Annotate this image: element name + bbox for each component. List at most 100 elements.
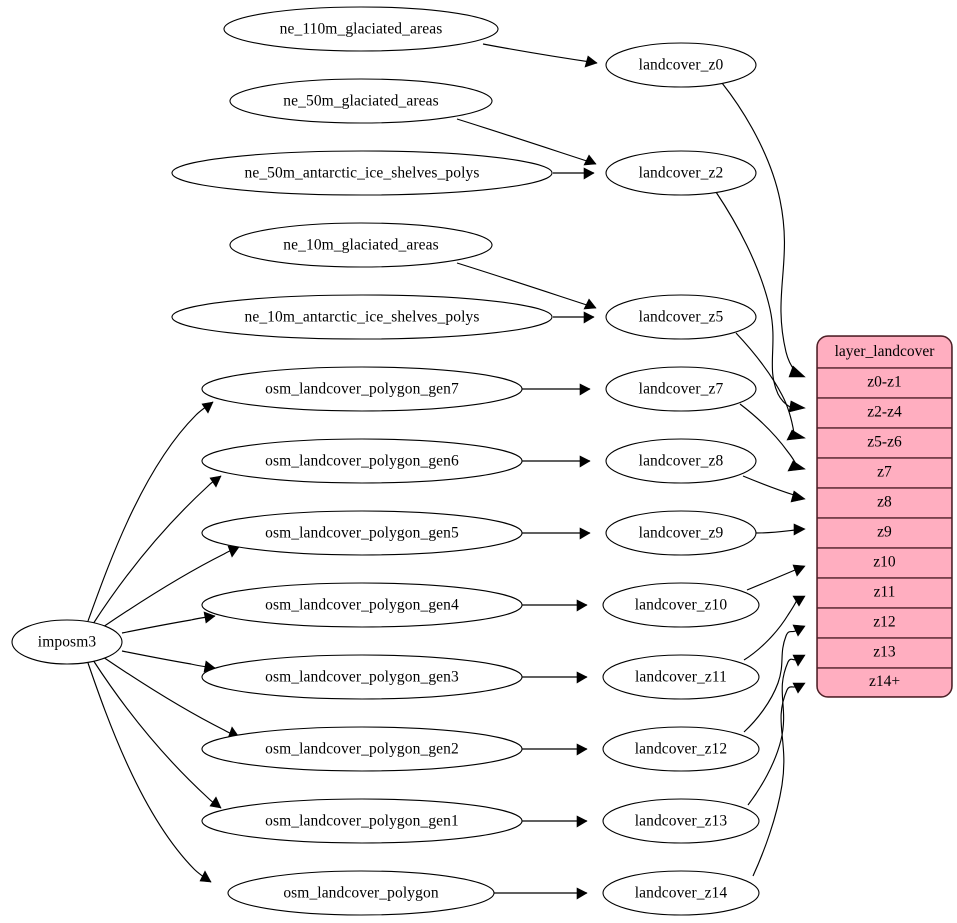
node-ne-50m-antarctic-ice-shelves-polys[interactable]: ne_50m_antarctic_ice_shelves_polys <box>171 150 553 196</box>
arrowhead-z10 <box>576 599 588 612</box>
node-osm-landcover-polygon-gen7[interactable]: osm_landcover_polygon_gen7 <box>201 366 523 412</box>
arrowhead-z2-b <box>583 167 595 180</box>
node-ne-110m-glaciated-areas[interactable]: ne_110m_glaciated_areas <box>223 6 499 52</box>
arrowhead-z5-b <box>583 311 595 324</box>
node-landcover-z2[interactable]: landcover_z2 <box>605 150 757 196</box>
edge-ne50m-glaciated-z2 <box>456 118 597 165</box>
arrowhead-gen7 <box>201 401 214 414</box>
record-row-z9[interactable] <box>817 517 952 549</box>
arrowhead-row6 <box>792 564 806 577</box>
record-header-cell[interactable] <box>817 336 952 369</box>
node-osm-landcover-polygon[interactable]: osm_landcover_polygon <box>227 870 495 916</box>
edge-imposm3-to-osm-nodes <box>87 401 240 883</box>
node-shape[interactable] <box>605 294 757 340</box>
record-row-z0-z1[interactable] <box>817 367 952 399</box>
node-shape[interactable] <box>605 366 757 412</box>
edge-z5-row2 <box>735 332 795 434</box>
node-landcover-z9[interactable]: landcover_z9 <box>605 510 757 556</box>
node-shape[interactable] <box>229 222 493 268</box>
edge-imposm3-gen7 <box>87 401 214 622</box>
node-shape[interactable] <box>602 726 760 772</box>
arrowhead-z11 <box>576 671 588 684</box>
arrowhead-row4 <box>790 490 806 503</box>
node-landcover-z12[interactable]: landcover_z12 <box>602 726 760 772</box>
arrowhead-row1 <box>788 400 806 413</box>
node-shape[interactable] <box>201 582 523 628</box>
node-landcover-z14[interactable]: landcover_z14 <box>602 870 760 916</box>
node-shape[interactable] <box>201 510 523 556</box>
node-osm-landcover-polygon-gen6[interactable]: osm_landcover_polygon_gen6 <box>201 438 523 484</box>
arrowhead-polygon <box>199 870 212 883</box>
node-shape[interactable] <box>602 798 760 844</box>
edge-z10-row6 <box>746 569 796 591</box>
record-row-z7[interactable] <box>817 457 952 489</box>
node-shape[interactable] <box>171 294 553 340</box>
node-landcover-z0[interactable]: landcover_z0 <box>605 42 757 88</box>
edge-layer <box>87 43 806 900</box>
edge-z0-row0 <box>721 82 796 372</box>
edge-ne110m-z0 <box>482 43 598 64</box>
node-ne-10m-glaciated-areas[interactable]: ne_10m_glaciated_areas <box>229 222 493 268</box>
node-shape[interactable] <box>223 6 499 52</box>
arrowhead-row3 <box>787 460 806 472</box>
node-landcover-z8[interactable]: landcover_z8 <box>605 438 757 484</box>
edge-imposm3-gen3 <box>121 650 216 669</box>
arrowhead-gen4 <box>203 611 216 624</box>
node-shape[interactable] <box>602 582 760 628</box>
node-shape[interactable] <box>227 870 495 916</box>
node-shape[interactable] <box>201 438 523 484</box>
record-row-z13[interactable] <box>817 637 952 669</box>
record-row-z11[interactable] <box>817 577 952 609</box>
node-landcover-z7[interactable]: landcover_z7 <box>605 366 757 412</box>
node-shape[interactable] <box>201 726 523 772</box>
node-osm-landcover-polygon-gen5[interactable]: osm_landcover_polygon_gen5 <box>201 510 523 556</box>
node-shape[interactable] <box>171 150 553 196</box>
node-osm-landcover-polygon-gen2[interactable]: osm_landcover_polygon_gen2 <box>201 726 523 772</box>
landcover-node-group: landcover_z0 landcover_z2 landcover_z5 l… <box>602 42 760 916</box>
edge-z8-row4 <box>742 475 795 496</box>
node-shape[interactable] <box>11 619 123 665</box>
node-shape[interactable] <box>605 150 757 196</box>
record-row-z12[interactable] <box>817 607 952 639</box>
node-osm-landcover-polygon-gen4[interactable]: osm_landcover_polygon_gen4 <box>201 582 523 628</box>
node-imposm3[interactable]: imposm3 <box>11 619 123 665</box>
record-row-z2-z4[interactable] <box>817 397 952 429</box>
record-row-z5-z6[interactable] <box>817 427 952 459</box>
node-ne-10m-antarctic-ice-shelves-polys[interactable]: ne_10m_antarctic_ice_shelves_polys <box>171 294 553 340</box>
node-ne-50m-glaciated-areas[interactable]: ne_50m_glaciated_areas <box>229 78 493 124</box>
node-shape[interactable] <box>201 654 523 700</box>
arrowhead-row8 <box>792 624 806 637</box>
node-shape[interactable] <box>605 510 757 556</box>
node-shape[interactable] <box>605 438 757 484</box>
edge-ne-to-landcover <box>456 43 598 324</box>
node-shape[interactable] <box>602 870 760 916</box>
edge-osm-to-landcover <box>493 383 591 900</box>
node-osm-landcover-polygon-gen3[interactable]: osm_landcover_polygon_gen3 <box>201 654 523 700</box>
node-shape[interactable] <box>602 654 760 700</box>
arrowhead-z9 <box>579 527 591 540</box>
node-shape[interactable] <box>229 78 493 124</box>
arrowhead-z13 <box>576 815 588 828</box>
node-landcover-z5[interactable]: landcover_z5 <box>605 294 757 340</box>
record-table-layer-landcover[interactable]: layer_landcover z0-z1 z2-z4 z5-z6 z7 z8 … <box>816 335 953 698</box>
node-osm-landcover-polygon-gen1[interactable]: osm_landcover_polygon_gen1 <box>201 798 523 844</box>
node-shape[interactable] <box>201 366 523 412</box>
arrowhead-row2 <box>786 429 806 441</box>
arrowhead-row0 <box>788 365 806 378</box>
record-row-z8[interactable] <box>817 487 952 519</box>
edge-ne10m-glaciated-z5 <box>456 262 597 309</box>
arrowhead-z0 <box>584 55 598 68</box>
node-shape[interactable] <box>201 798 523 844</box>
arrowhead-z5-a <box>583 298 597 310</box>
arrowhead-row10 <box>792 682 806 694</box>
edge-imposm3-gen1 <box>92 659 222 809</box>
record-row-z14plus[interactable] <box>817 667 952 697</box>
edge-z14-row10 <box>752 685 798 877</box>
natural-earth-node-group: ne_110m_glaciated_areas ne_50m_glaciated… <box>171 6 553 340</box>
record-row-z10[interactable] <box>817 547 952 579</box>
node-shape[interactable] <box>605 42 757 88</box>
node-landcover-z10[interactable]: landcover_z10 <box>602 582 760 628</box>
node-landcover-z11[interactable]: landcover_z11 <box>602 654 760 700</box>
node-landcover-z13[interactable]: landcover_z13 <box>602 798 760 844</box>
edge-imposm3-gen6 <box>92 475 222 625</box>
